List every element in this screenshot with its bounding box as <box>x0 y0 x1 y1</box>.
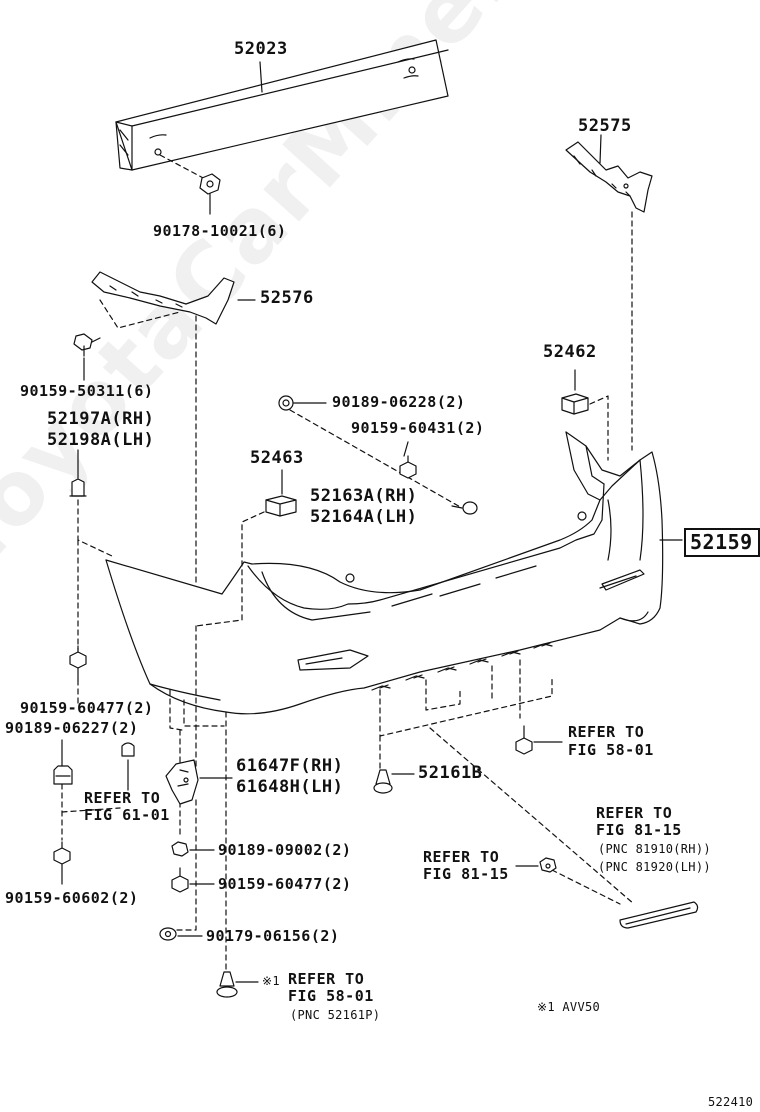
bracket-52576 <box>91 271 256 325</box>
label-refer-81-15a-line2[interactable]: FIG 81-15 <box>596 821 682 839</box>
label-61647f[interactable]: 61647F(RH) <box>236 756 344 776</box>
note-avv50: ※1 AVV50 <box>537 1000 601 1014</box>
nut-90178 <box>199 173 221 215</box>
label-90159-50311[interactable]: 90159-50311(6) <box>20 382 154 400</box>
label-refer-81-15a-line1[interactable]: REFER TO <box>596 804 673 822</box>
label-52023[interactable]: 52023 <box>234 39 288 59</box>
label-pnc-81910: (PNC 81910(RH)) <box>598 842 711 856</box>
screw-90159-60431 <box>399 441 417 479</box>
retainer-52197a <box>69 449 87 497</box>
label-90189-06227[interactable]: 90189-06227(2) <box>5 719 139 737</box>
reflector-81910 <box>619 901 699 929</box>
clip-refer-61-01 <box>121 742 135 791</box>
clip-refer-58-01-right <box>515 725 563 755</box>
bumper-cover-52159 <box>105 431 683 715</box>
clip-52161b <box>373 769 415 794</box>
screw-90159-60477-left <box>69 645 87 681</box>
pad-52463 <box>265 469 297 517</box>
label-refer-81-15b-line2[interactable]: FIG 81-15 <box>423 865 509 883</box>
nut-refer-81-15 <box>515 857 557 873</box>
label-90179-06156[interactable]: 90179-06156(2) <box>206 927 340 945</box>
label-90159-60477-left[interactable]: 90159-60477(2) <box>20 699 154 717</box>
label-52164a[interactable]: 52164A(LH) <box>310 507 418 527</box>
screw-90159-60602 <box>53 841 71 885</box>
reinforcement-beam-52023 <box>115 39 449 171</box>
clip-90189-06228 <box>278 395 327 411</box>
bracket-61647f <box>165 759 233 805</box>
label-52198a[interactable]: 52198A(LH) <box>47 430 155 450</box>
label-refer-58-01-line1[interactable]: REFER TO <box>568 723 645 741</box>
screw-90159-60477-center <box>171 867 215 893</box>
label-52197a[interactable]: 52197A(RH) <box>47 409 155 429</box>
label-pnc-52161p: (PNC 52161P) <box>290 1008 381 1022</box>
screw-90159-50311 <box>73 333 101 381</box>
figure-number: 522410 <box>708 1095 754 1109</box>
label-pnc-81920: (PNC 81920(LH)) <box>598 860 711 874</box>
clip-90189-06227 <box>53 739 73 785</box>
label-52163a[interactable]: 52163A(RH) <box>310 486 418 506</box>
label-refer-81-15b-line1[interactable]: REFER TO <box>423 848 500 866</box>
label-52463[interactable]: 52463 <box>250 448 304 468</box>
label-52161b[interactable]: 52161B <box>418 763 483 783</box>
label-refer-61-01-line2[interactable]: FIG 61-01 <box>84 806 170 824</box>
label-90159-60602[interactable]: 90159-60602(2) <box>5 889 139 907</box>
label-52575[interactable]: 52575 <box>578 116 632 136</box>
label-61648h[interactable]: 61648H(LH) <box>236 777 344 797</box>
label-90189-06228[interactable]: 90189-06228(2) <box>332 393 466 411</box>
label-refer-58-01b-line1[interactable]: REFER TO <box>288 970 365 988</box>
label-refer-61-01-line1[interactable]: REFER TO <box>84 789 161 807</box>
label-90159-60431[interactable]: 90159-60431(2) <box>351 419 485 437</box>
label-52576[interactable]: 52576 <box>260 288 314 308</box>
note-mark: ※1 <box>262 974 280 988</box>
nut-90179-06156 <box>159 927 203 941</box>
label-refer-58-01-line2[interactable]: FIG 58-01 <box>568 741 654 759</box>
clip-refer-58-01-bottom <box>216 971 259 998</box>
label-refer-58-01b-line2[interactable]: FIG 58-01 <box>288 987 374 1005</box>
label-90178-10021[interactable]: 90178-10021(6) <box>153 222 287 240</box>
label-90159-60477-center[interactable]: 90159-60477(2) <box>218 875 352 893</box>
label-52159[interactable]: 52159 <box>684 528 760 557</box>
label-52462[interactable]: 52462 <box>543 342 597 362</box>
clip-90189-09002 <box>171 841 215 857</box>
pad-52462 <box>561 369 589 415</box>
label-90189-09002[interactable]: 90189-09002(2) <box>218 841 352 859</box>
bracket-52575 <box>565 134 653 213</box>
cap-52163a <box>451 501 478 515</box>
